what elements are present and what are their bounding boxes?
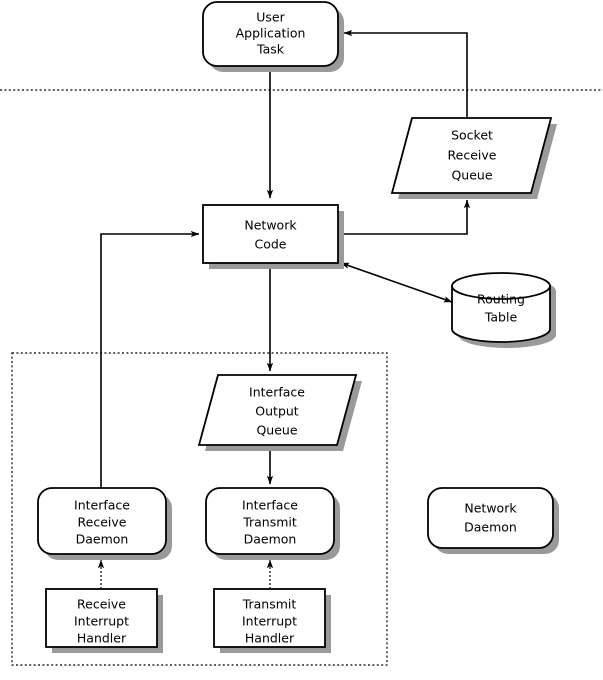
connection-network-code-routing-table (340, 262, 453, 303)
network-code-shape (202, 204, 339, 264)
routing-table-label-line-0: Routing (477, 292, 525, 307)
interface-output-queue-shape (197, 374, 358, 446)
network-code-label-line-0: Network (244, 218, 297, 233)
socket-receive-queue-shape (390, 117, 553, 194)
interface-receive-daemon-label-line-1: Receive (78, 515, 127, 530)
connection-network-code-to-socket-queue (338, 199, 471, 235)
interface-receive-daemon-label-line-2: Daemon (76, 532, 129, 547)
interface-transmit-daemon-label-line-1: Transmit (242, 515, 297, 530)
socket-receive-queue-label-line-2: Queue (451, 168, 492, 183)
node-socket-receive-queue[interactable]: Socket Receive Queue (390, 117, 557, 199)
node-transmit-interrupt-handler[interactable]: Transmit Interrupt Handler (213, 588, 331, 653)
user-application-task-shape (202, 1, 339, 67)
node-routing-table[interactable]: Routing Table (451, 272, 556, 348)
interface-output-queue-label-line-2: Queue (256, 423, 297, 438)
node-network-daemon[interactable]: Network Daemon (427, 487, 559, 554)
transmit-interrupt-handler-label-line-0: Transmit (242, 597, 297, 612)
receive-interrupt-handler-label-line-0: Receive (77, 597, 126, 612)
network-daemon-shape (427, 487, 554, 549)
receive-interrupt-handler-shape (45, 588, 158, 648)
connection-receive-daemon-to-network-code (100, 230, 200, 488)
network-daemon-label-line-1: Daemon (464, 520, 517, 535)
transmit-interrupt-handler-label-line-2: Handler (245, 631, 295, 646)
node-receive-interrupt-handler[interactable]: Receive Interrupt Handler (45, 588, 163, 653)
user-application-task-label-line-1: Application (236, 26, 306, 41)
node-network-code[interactable]: Network Code (202, 204, 344, 269)
connection-socket-queue-to-user-task (343, 29, 468, 118)
routing-table-top-ellipse (451, 272, 551, 300)
transmit-interrupt-handler-shape (213, 588, 326, 648)
node-interface-transmit-daemon[interactable]: Interface Transmit Daemon (205, 487, 340, 560)
interface-receive-daemon-label-line-0: Interface (74, 498, 130, 513)
user-application-task-label-line-2: Task (256, 42, 285, 57)
socket-receive-queue-label-line-1: Receive (448, 148, 497, 163)
interface-output-queue-label-line-0: Interface (249, 385, 305, 400)
node-interface-receive-daemon[interactable]: Interface Receive Daemon (37, 487, 172, 560)
routing-table-label-line-1: Table (484, 310, 518, 325)
interface-transmit-daemon-shape (205, 487, 335, 555)
transmit-interrupt-handler-label-line-1: Interrupt (242, 614, 297, 629)
network-daemon-label-line-0: Network (464, 501, 517, 516)
routing-table-body (451, 285, 551, 343)
network-code-label-line-1: Code (254, 237, 286, 252)
interface-output-queue-label-line-1: Output (255, 404, 299, 419)
socket-receive-queue-label-line-0: Socket (451, 128, 493, 143)
interface-transmit-daemon-label-line-2: Daemon (244, 532, 297, 547)
interface-transmit-daemon-label-line-0: Interface (242, 498, 298, 513)
node-interface-output-queue[interactable]: Interface Output Queue (197, 374, 362, 451)
user-application-task-label-line-0: User (256, 10, 285, 25)
interface-receive-daemon-shape (37, 487, 167, 555)
receive-interrupt-handler-label-line-2: Handler (77, 631, 127, 646)
node-user-application-task[interactable]: User Application Task (202, 1, 344, 72)
receive-interrupt-handler-label-line-1: Interrupt (74, 614, 129, 629)
